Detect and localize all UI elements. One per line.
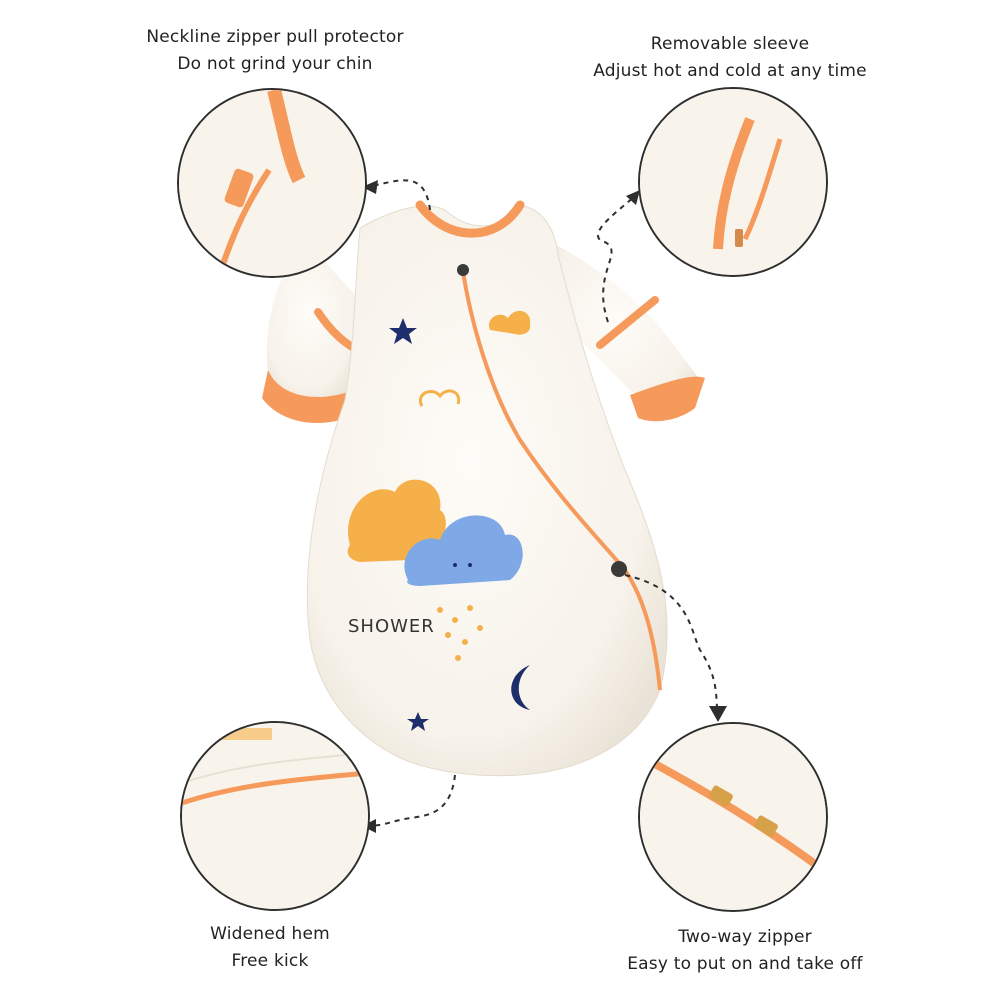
moon-icon — [511, 665, 530, 710]
callout-line-hem — [369, 774, 456, 827]
caption-sleeve: Removable sleeve Adjust hot and cold at … — [585, 31, 875, 85]
sleeve-detail-photo — [638, 87, 828, 277]
caption-zipper-line1: Two-way zipper — [678, 927, 812, 947]
neckline-trim — [415, 200, 525, 238]
caption-hem-line2: Free kick — [231, 951, 309, 971]
zipper-pull-icon — [224, 168, 254, 208]
heart-rain-print — [437, 605, 483, 661]
zipper-pull-icon — [709, 785, 733, 807]
caption-neckline-line2: Do not grind your chin — [177, 54, 373, 74]
caption-sleeve-line2: Adjust hot and cold at any time — [593, 61, 867, 81]
arrow-icon — [362, 180, 378, 194]
caption-hem-line1: Widened hem — [210, 924, 330, 944]
callout-line-zipper — [624, 574, 719, 716]
caption-zipper-line2: Easy to put on and take off — [627, 954, 863, 974]
caption-neckline-line1: Neckline zipper pull protector — [146, 27, 404, 47]
callout-line-sleeve — [597, 194, 637, 323]
zipper-pull-icon — [754, 815, 778, 837]
caption-sleeve-line1: Removable sleeve — [650, 34, 810, 54]
zipper-detail-photo — [638, 722, 828, 912]
arrow-icon — [709, 706, 727, 722]
star-icon — [407, 712, 429, 731]
shower-print-text: SHOWER — [348, 616, 435, 637]
hem-detail-photo — [180, 721, 370, 911]
cloud-icon — [418, 389, 461, 407]
neckline-detail-photo — [177, 88, 367, 278]
blue-cloud-print — [404, 515, 523, 586]
zipper-line — [460, 264, 662, 691]
caption-hem: Widened hem Free kick — [160, 921, 380, 975]
zipper-pull-icon — [735, 229, 743, 247]
zipper-pull-icon — [457, 264, 469, 276]
caption-zipper: Two-way zipper Easy to put on and take o… — [615, 924, 875, 978]
arrow-icon — [626, 190, 640, 205]
caption-neckline: Neckline zipper pull protector Do not gr… — [135, 24, 415, 78]
zipper-pull-icon — [611, 561, 627, 577]
callout-line-neckline — [371, 179, 431, 211]
star-icon — [389, 318, 417, 344]
cloud-icon — [489, 310, 531, 335]
right-sleeve — [545, 240, 705, 422]
